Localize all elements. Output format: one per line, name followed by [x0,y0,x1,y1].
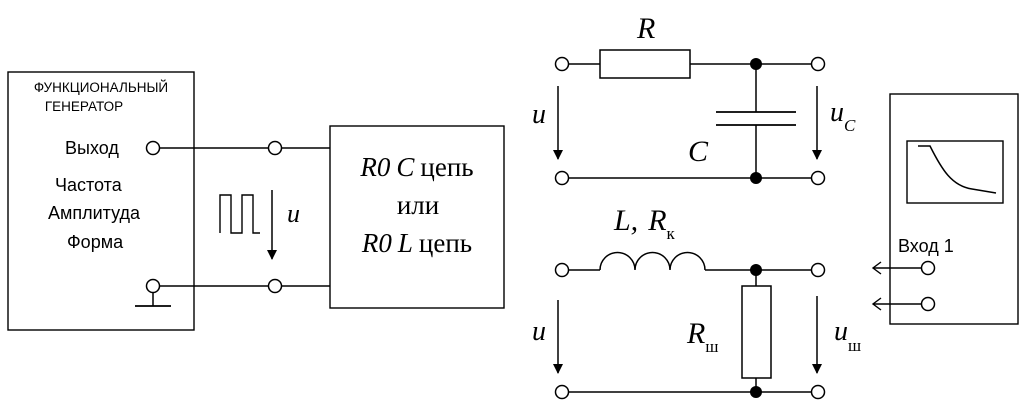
rc-output-voltage-label: uC [830,97,856,135]
arrow-left-icon [871,297,882,311]
rl-node-bottom [750,386,762,398]
input-terminal-bottom[interactable] [267,278,283,294]
input-terminal-top[interactable] [267,140,283,156]
rl-input-voltage-label: u [532,316,546,347]
circuit-block-box [329,125,505,309]
rc-input-voltage-label: u [532,99,546,130]
generator-amplitude-label: Амплитуда [48,203,141,223]
generator-output-terminal[interactable] [145,140,161,156]
oscilloscope-input1-label: Вход 1 [898,236,954,256]
rc-input-terminal-bottom[interactable] [554,170,570,186]
rl-input-terminal-top[interactable] [554,262,570,278]
voltage-label: u [287,199,300,228]
rc-output-terminal-top[interactable] [810,56,826,72]
resistor-r-label: R [636,12,655,45]
arrow-left-icon [871,261,882,275]
shunt-resistor-label: Rш [686,317,718,356]
rc-node-top [750,58,762,70]
shunt-resistor [741,285,772,379]
oscilloscope-screen [906,140,1004,204]
decay-waveform-icon [918,145,997,194]
generator-ground-terminal[interactable] [145,278,161,294]
generator-title-line2: ГЕНЕРАТОР [45,99,123,114]
rl-circuit: L,Rк Rш u uш [532,204,861,400]
generator-box [7,71,195,331]
rl-node-top [750,264,762,276]
ground-icon [135,292,171,307]
rc-circuit: R C u uC [532,12,856,186]
resistor-r [599,49,691,79]
capacitor-c-label: C [688,135,709,168]
rl-output-terminal-bottom[interactable] [810,384,826,400]
square-wave-icon [219,194,260,234]
inductor-l-label: L,Rк [613,204,676,243]
generator-title-line1: ФУНКЦИОНАЛЬНЫЙ [34,80,168,95]
oscilloscope: Вход 1 [871,93,1019,325]
rl-output-terminal-top[interactable] [810,262,826,278]
rc-output-terminal-bottom[interactable] [810,170,826,186]
generator-frequency-label: Частота [55,175,123,195]
function-generator: ФУНКЦИОНАЛЬНЫЙ ГЕНЕРАТОР Выход Частота А… [7,71,195,331]
circuit-block-line2: или [397,190,439,220]
rc-input-terminal-top[interactable] [554,56,570,72]
generator-form-label: Форма [67,232,124,252]
rl-input-terminal-bottom[interactable] [554,384,570,400]
rl-output-voltage-label: uш [834,316,861,355]
oscilloscope-input2-terminal[interactable] [920,296,936,312]
generator-output-label: Выход [65,138,119,158]
connection-wires [159,147,330,287]
rc-node-bottom [750,172,762,184]
oscilloscope-box [889,93,1019,325]
inductor-l [599,251,706,271]
oscilloscope-input1-terminal[interactable] [920,260,936,276]
